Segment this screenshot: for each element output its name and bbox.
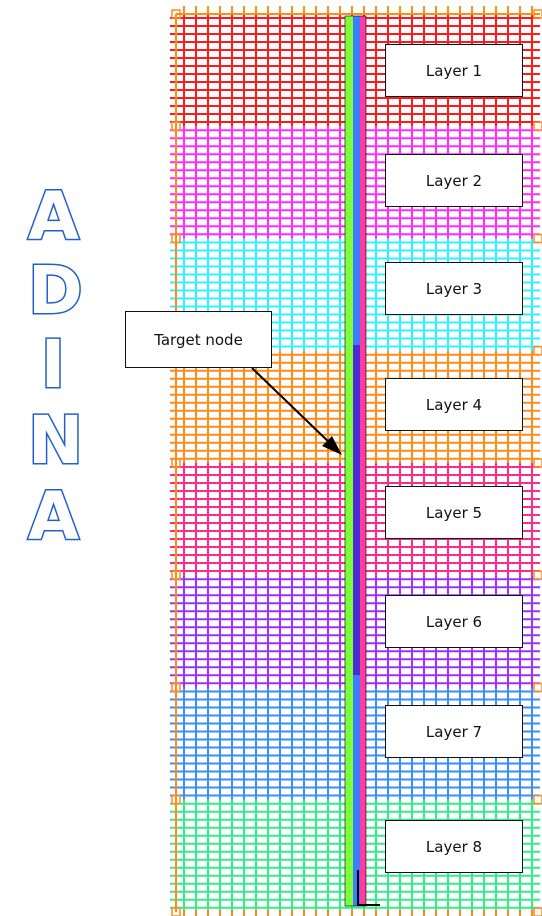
arrow-head xyxy=(322,436,342,455)
frame-node-marker xyxy=(533,570,542,580)
frame-node-marker xyxy=(171,121,181,131)
layer-label-5: Layer 5 xyxy=(385,486,523,539)
logo-letter-a2: A xyxy=(27,477,81,557)
frame-node-marker xyxy=(533,233,542,244)
column-base-marker xyxy=(357,870,380,906)
column-green-strip xyxy=(345,16,353,906)
arrow-shaft xyxy=(251,367,335,448)
layer-label-4: Layer 4 xyxy=(385,378,523,431)
layer-label-2: Layer 2 xyxy=(385,154,523,207)
frame-node-marker xyxy=(533,9,542,19)
logo-letter-d: D xyxy=(27,251,85,331)
logo-letter-a1: A xyxy=(27,177,81,257)
frame-node-marker xyxy=(171,907,181,916)
target-arrow xyxy=(251,367,342,455)
frame-node-marker xyxy=(533,907,542,916)
frame-node-marker xyxy=(533,121,542,131)
layer-label-6: Layer 6 xyxy=(385,595,523,648)
layer-label-3: Layer 3 xyxy=(385,262,523,315)
frame-node-marker xyxy=(171,795,181,805)
frame-node-marker xyxy=(533,795,542,805)
logo-letter-n: N xyxy=(27,401,85,481)
frame-node-marker xyxy=(533,346,542,356)
target-column xyxy=(344,15,380,907)
layer-label-1: Layer 1 xyxy=(385,44,523,97)
layer-label-7: Layer 7 xyxy=(385,705,523,758)
frame-node-marker xyxy=(533,458,542,468)
frame-node-marker xyxy=(171,682,181,693)
column-violet-strip xyxy=(353,345,360,675)
layer-label-8: Layer 8 xyxy=(385,820,523,873)
logo-letter-i: I xyxy=(39,325,67,405)
column-outline xyxy=(344,15,367,907)
frame-node-marker xyxy=(171,570,181,580)
frame-node-marker xyxy=(171,458,181,468)
target-node-label: Target node xyxy=(125,311,272,368)
mesh-frame xyxy=(171,6,542,916)
column-pink-strip xyxy=(360,16,366,906)
frame-node-marker xyxy=(171,233,181,244)
frame-node-marker xyxy=(533,682,542,693)
frame-node-marker xyxy=(171,9,181,19)
